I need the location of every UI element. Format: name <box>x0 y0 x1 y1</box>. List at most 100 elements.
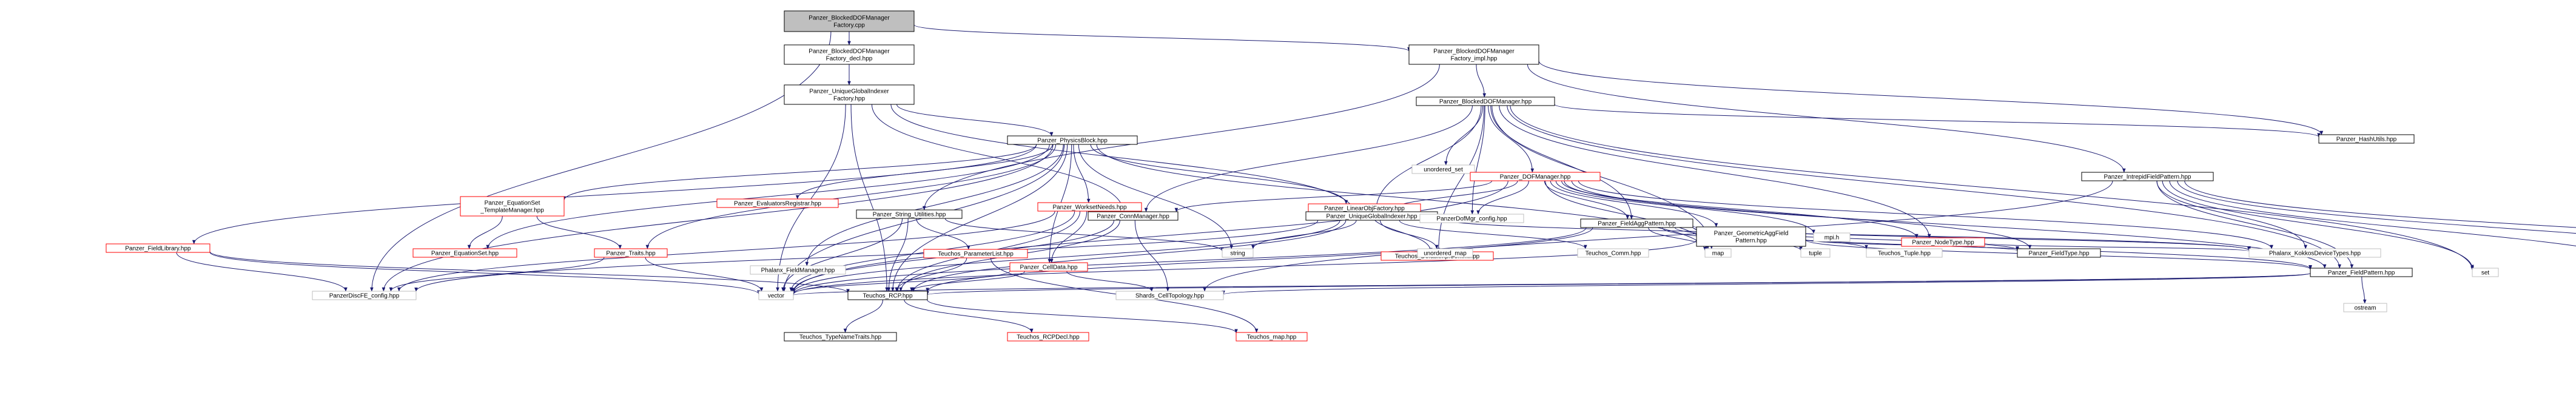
node-label: mpi.h <box>1824 235 1839 241</box>
edge-intrepidfp-to-shards <box>1203 180 2113 292</box>
edge-fieldlib-to-discfe <box>176 252 348 292</box>
node-trcp[interactable]: Teuchos_RCP.hpp <box>847 291 928 300</box>
node-eqtm[interactable]: Panzer_EquationSet_TemplateManager.hpp <box>460 196 565 217</box>
node-box <box>2248 248 2381 258</box>
node-box <box>1007 135 1138 145</box>
edge-pb-to-eqset <box>486 144 1050 249</box>
node-fieldpattern[interactable]: Panzer_FieldPattern.hpp <box>2310 268 2413 277</box>
node-lof[interactable]: Panzer_LinearObjFactory.hpp <box>1308 203 1421 213</box>
node-box <box>847 291 928 300</box>
node-dofm[interactable]: Panzer_DOFManager.hpp <box>1470 172 1601 181</box>
node-traits[interactable]: Panzer_Traits.hpp <box>594 248 668 258</box>
edge-ugif-to-connmgr <box>871 104 1125 212</box>
node-box <box>1470 172 1601 181</box>
edge-intrepidfp-to-i2basis <box>2177 180 2576 234</box>
node-bdm[interactable]: Panzer_BlockedDOFManager.hpp <box>1416 96 1555 106</box>
node-box <box>2081 172 2214 181</box>
node-pkdt: Phalanx_KokkosDeviceTypes.hpp <box>2248 248 2381 258</box>
edge-strutil-to-vector <box>781 218 903 292</box>
node-box <box>1416 96 1555 106</box>
edge-strutil-to-tpl <box>916 218 970 250</box>
node-connmgr[interactable]: Panzer_ConnManager.hpp <box>1088 211 1179 221</box>
node-label: Panzer_BlockedDOFManager <box>809 15 890 22</box>
node-label: Panzer_FieldAggPattern.hpp <box>1598 221 1676 228</box>
edge-pb-to-map <box>1096 144 1707 251</box>
edge-fieldpattern-to-shards <box>1222 273 2311 295</box>
node-label: Panzer_ConnManager.hpp <box>1097 214 1169 220</box>
node-ugi[interactable]: Panzer_UniqueGlobalIndexer.hpp <box>1305 211 1438 221</box>
edge-eqtm-to-traits <box>536 215 622 249</box>
node-box <box>2310 268 2413 277</box>
edge-pb-to-fieldlib <box>192 144 1037 245</box>
edge-ugi-to-string <box>1251 220 1357 249</box>
node-wsneeds[interactable]: Panzer_WorksetNeeds.hpp <box>1037 202 1142 212</box>
node-box <box>1411 164 1475 174</box>
edge-eqtm-to-eqset <box>467 215 503 249</box>
node-tmap[interactable]: Teuchos_map.hpp <box>1236 332 1308 342</box>
node-evalreg[interactable]: Panzer_EvaluatorsRegistrar.hpp <box>716 198 839 208</box>
node-fieldlib[interactable]: Panzer_FieldLibrary.hpp <box>106 243 210 253</box>
node-label: PanzerDofMgr_config.hpp <box>1436 216 1507 223</box>
edge-traits-to-vector <box>645 257 764 292</box>
node-tpl[interactable]: Teuchos_ParameterList.hpp <box>923 249 1028 258</box>
edge-dofm-to-pkdt <box>1578 180 2273 249</box>
node-box <box>1580 218 1693 228</box>
edge-bdm-to-ugi <box>1374 105 1482 212</box>
node-box <box>1007 332 1089 342</box>
edge-bdm-to-tdmc <box>1436 105 1485 252</box>
edge-dofm-to-fap <box>1544 180 1630 220</box>
node-box <box>1417 248 1473 258</box>
node-ostream: ostream <box>2343 303 2387 312</box>
edge-bdm-to-dofm <box>1488 105 1535 173</box>
edge-pb-to-wsneeds <box>1073 144 1091 203</box>
node-eqset[interactable]: Panzer_EquationSet.hpp <box>412 248 517 258</box>
node-fieldtype[interactable]: Panzer_FieldType.hpp <box>2017 248 2101 258</box>
node-box <box>1901 237 1985 247</box>
node-vector: vector <box>758 291 794 300</box>
node-label: Panzer_String_Utilities.hpp <box>873 212 946 218</box>
node-celldata[interactable]: Panzer_CellData.hpp <box>1009 262 1088 272</box>
node-label: Shards_CellTopology.hpp <box>1135 293 1205 300</box>
node-label: Panzer_BlockedDOFManager.hpp <box>1439 99 1532 106</box>
node-label: Panzer_EquationSet.hpp <box>431 251 499 257</box>
node-label: Panzer_WorksetNeeds.hpp <box>1052 204 1127 211</box>
edge-celldata-to-trcp <box>910 271 1025 292</box>
node-strutil[interactable]: Panzer_String_Utilities.hpp <box>856 209 963 219</box>
node-label: Panzer_FieldPattern.hpp <box>2328 270 2395 277</box>
node-box <box>784 84 915 105</box>
node-label: Panzer_GeometricAggField <box>1714 231 1789 237</box>
node-label: Factory_decl.hpp <box>826 56 873 62</box>
node-shards: Shards_CellTopology.hpp <box>1115 291 1224 300</box>
node-ttnt[interactable]: Teuchos_TypeNameTraits.hpp <box>784 332 897 342</box>
edge-dofm-to-map <box>1545 180 1710 249</box>
node-label: Teuchos_Comm.hpp <box>1586 251 1641 257</box>
node-pb[interactable]: Panzer_PhysicsBlock.hpp <box>1007 135 1138 145</box>
edge-wsneeds-to-discfe <box>397 211 1055 292</box>
node-nodetype[interactable]: Panzer_NodeType.hpp <box>1901 237 1985 247</box>
node-trcpdecl[interactable]: Teuchos_RCPDecl.hpp <box>1007 332 1089 342</box>
node-label: Panzer_NodeType.hpp <box>1912 240 1974 246</box>
node-string: string <box>1222 248 1254 258</box>
node-intrepidfp[interactable]: Panzer_IntrepidFieldPattern.hpp <box>2081 172 2214 181</box>
node-label: Panzer_CellData.hpp <box>1020 265 1077 271</box>
node-map: map <box>1704 248 1732 258</box>
edge-pb-to-lof <box>1090 144 1348 204</box>
node-label: Factory.cpp <box>833 22 865 29</box>
edge-dofm-to-gafp <box>1550 180 1718 228</box>
edge-bdm-to-nodetype <box>1499 105 1931 238</box>
node-box <box>1037 202 1142 212</box>
node-fap[interactable]: Panzer_FieldAggPattern.hpp <box>1580 218 1693 228</box>
edge-fieldpattern-to-vector <box>792 272 2311 296</box>
graph-nodes: Panzer_BlockedDOFManagerFactory.cppPanze… <box>106 10 2499 342</box>
node-label: Panzer_EvaluatorsRegistrar.hpp <box>734 201 821 207</box>
edge-impl-to-hashutils <box>1538 61 2324 135</box>
node-hashutils[interactable]: Panzer_HashUtils.hpp <box>2318 134 2415 144</box>
node-label: Panzer_EquationSet <box>485 200 540 207</box>
node-label: Panzer_PhysicsBlock.hpp <box>1037 138 1108 144</box>
node-box <box>460 196 565 217</box>
